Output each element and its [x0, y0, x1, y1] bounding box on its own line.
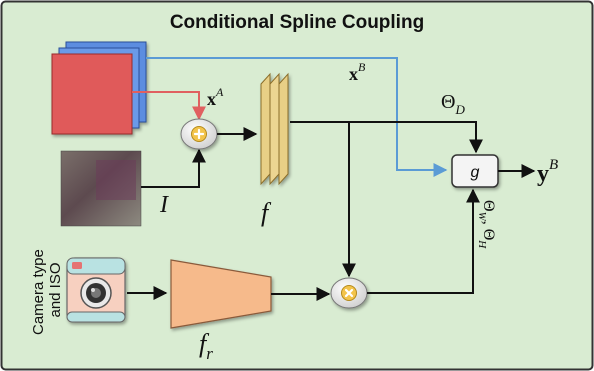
label-f: f: [261, 198, 272, 227]
camera-icon: [66, 257, 126, 323]
label-I: I: [159, 192, 169, 218]
plus-circle-icon: [180, 118, 218, 150]
label-theta-d: ΘD: [441, 91, 465, 117]
label-xA: xA: [207, 85, 224, 109]
label-fr: fr: [199, 329, 213, 363]
label-theta-wh: ΘW, ΘH: [476, 200, 497, 249]
g-node-label: g: [471, 164, 480, 181]
red-arrow-to-plus: [132, 91, 206, 121]
conditioning-image-highlight: [96, 160, 136, 200]
camera-caption: Camera type and ISO: [30, 245, 64, 335]
times-circle-icon: [330, 277, 368, 309]
input-feature-stack: [51, 41, 147, 135]
arrow-image-to-plus: [141, 148, 206, 188]
blue-arrow-to-g: [146, 57, 448, 177]
network-fr: [170, 259, 272, 329]
diagram-title: Conditional Spline Coupling: [170, 12, 424, 33]
arrow-times-to-g: [367, 188, 480, 294]
network-f: [260, 72, 289, 186]
arrow-f-to-theta-d: [290, 121, 483, 154]
label-xB: xB: [349, 60, 366, 84]
label-yB: yB: [537, 157, 558, 187]
g-node: g: [451, 154, 499, 188]
